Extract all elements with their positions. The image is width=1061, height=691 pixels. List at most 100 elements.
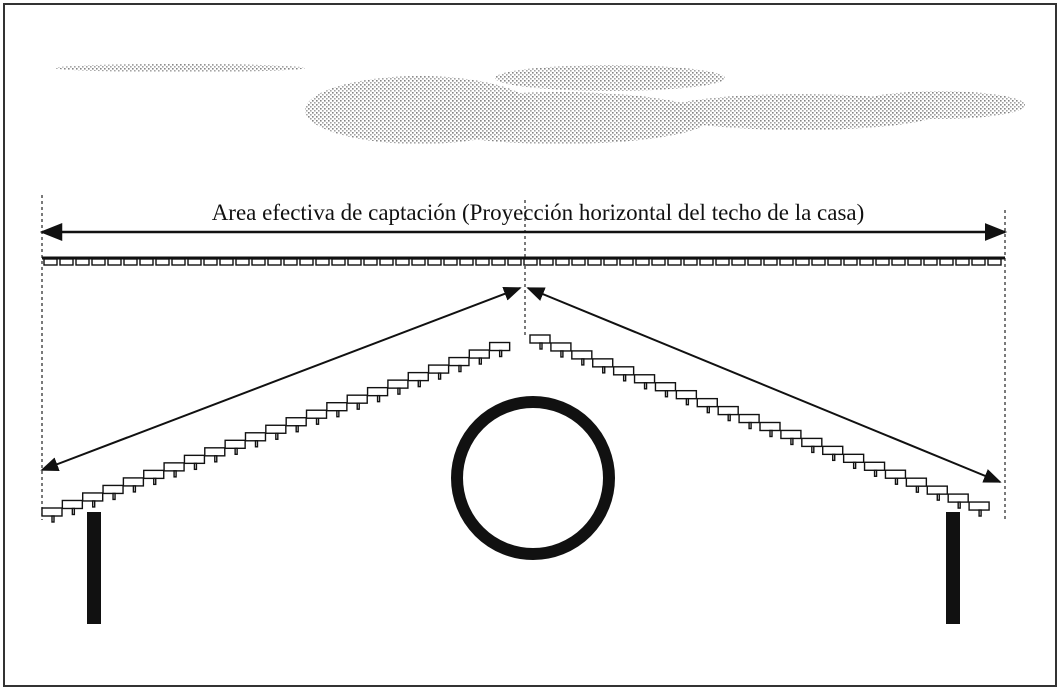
roof-tile-icon [112, 492, 116, 501]
roof-tile-icon [139, 258, 154, 266]
roof-right-slope-tiles [529, 334, 990, 517]
roof-tile-icon [905, 477, 928, 487]
roof-tile-icon [915, 485, 920, 493]
roof-tile-icon [852, 461, 857, 470]
roof-tile-icon [254, 440, 259, 448]
roof-tile-icon [555, 258, 570, 266]
roof-tile-icon [75, 258, 90, 266]
roof-tile-icon [696, 397, 718, 408]
roof-tile-icon [81, 492, 104, 502]
roof-tile-icon [731, 258, 746, 266]
roof-tile-icon [285, 417, 307, 427]
roof-tile-icon [843, 258, 858, 266]
roof-tile-icon [41, 507, 63, 517]
roof-tile-icon [488, 341, 511, 352]
roof-tile-icon [968, 501, 990, 511]
roof-tile-icon [437, 372, 442, 380]
catchment-area-label: Area efectiva de captación (Proyección h… [212, 200, 865, 225]
roof-tile-icon [827, 258, 842, 266]
roof-tile-icon [234, 447, 238, 456]
roof-tile-icon [715, 258, 730, 266]
roof-tile-icon [379, 258, 394, 266]
roof-tile-icon [155, 258, 170, 266]
roof-tile-icon [366, 386, 389, 397]
roof-tile-icon [203, 258, 218, 266]
roof-tile-icon [427, 364, 450, 374]
roof-tile-icon [923, 258, 938, 266]
roof-tile-icon [550, 342, 572, 352]
roof-tile-icon [336, 409, 340, 418]
roof-tile-icon [619, 258, 634, 266]
roof-tile-icon [91, 500, 96, 508]
roof-tile-icon [251, 258, 266, 266]
roof-tile-icon [283, 258, 298, 266]
roof-tile-icon [727, 413, 731, 422]
roof-tile-icon [747, 258, 762, 266]
roof-tile-icon [498, 349, 503, 358]
roof-tile-icon [884, 469, 907, 479]
roof-tile-icon [939, 258, 954, 266]
roof-tile-icon [459, 258, 474, 266]
roof-tile-icon [651, 258, 666, 266]
roof-tile-icon [560, 350, 564, 358]
roof-tile-icon [971, 258, 986, 266]
roof-tile-icon [779, 258, 794, 266]
roof-tile-icon [987, 258, 1002, 266]
roof-tile-icon [801, 437, 823, 448]
roof-tile-icon [71, 507, 76, 516]
roof-tile-icon [859, 258, 874, 266]
roof-tile-icon [427, 258, 442, 266]
roof-tile-icon [219, 258, 234, 266]
roof-tile-icon [523, 258, 538, 266]
roof-tile-icon [187, 258, 202, 266]
roof-tile-icon [475, 258, 490, 266]
roof-tile-icon [107, 258, 122, 266]
roof-tile-icon [59, 258, 74, 266]
roof-tile-icon [244, 432, 267, 442]
roof-tile-icon [592, 358, 614, 368]
roof-tile-icon [171, 258, 186, 266]
roof-tile-icon [43, 258, 58, 266]
roof-tile-icon [842, 453, 865, 464]
roof-tile-icon [811, 258, 826, 266]
roof-tile-icon [395, 258, 410, 266]
roof-tile-icon [667, 258, 682, 266]
roof-tile-icon [633, 374, 656, 384]
roof-tile-icon [102, 484, 124, 495]
roof-tile-icon [305, 409, 328, 419]
roof-tile-icon [795, 258, 810, 266]
roof-tile-icon [529, 334, 551, 344]
roof-tile-icon [602, 366, 606, 374]
roof-tile-icon [539, 258, 554, 266]
roof-tile-icon [957, 501, 961, 509]
right-slope-arrow [526, 287, 1002, 483]
roof-tile-icon [926, 485, 948, 495]
roof-tile-icon [267, 258, 282, 266]
roof-projection-tiles [42, 256, 1005, 266]
roof-tile-icon [315, 417, 320, 425]
roof-tile-icon [214, 455, 218, 463]
roof-tile-icon [875, 258, 890, 266]
roof-tile-icon [571, 350, 593, 360]
roof-tile-icon [153, 477, 157, 486]
cloud-icon [55, 64, 1025, 144]
roof-tile-icon [275, 432, 279, 440]
roof-tile-icon [539, 342, 543, 350]
roof-tile-icon [376, 394, 381, 403]
roof-tile-icon [947, 493, 969, 503]
roof-tile-icon [955, 258, 970, 266]
roof-tile-icon [717, 405, 739, 416]
roof-tile-icon [654, 382, 677, 392]
roof-tile-icon [123, 258, 138, 266]
roof-tile-icon [978, 509, 982, 517]
roof-tile-icon [143, 469, 165, 480]
roof-tile-icon [936, 493, 940, 501]
roof-tile-icon [346, 394, 368, 404]
roof-tile-icon [132, 485, 137, 493]
roof-tile-icon [295, 425, 299, 433]
roof-tile-icon [397, 387, 401, 395]
roof-tile-icon [347, 258, 362, 266]
roof-tile-icon [894, 477, 899, 485]
roof-tile-icon [448, 356, 470, 367]
